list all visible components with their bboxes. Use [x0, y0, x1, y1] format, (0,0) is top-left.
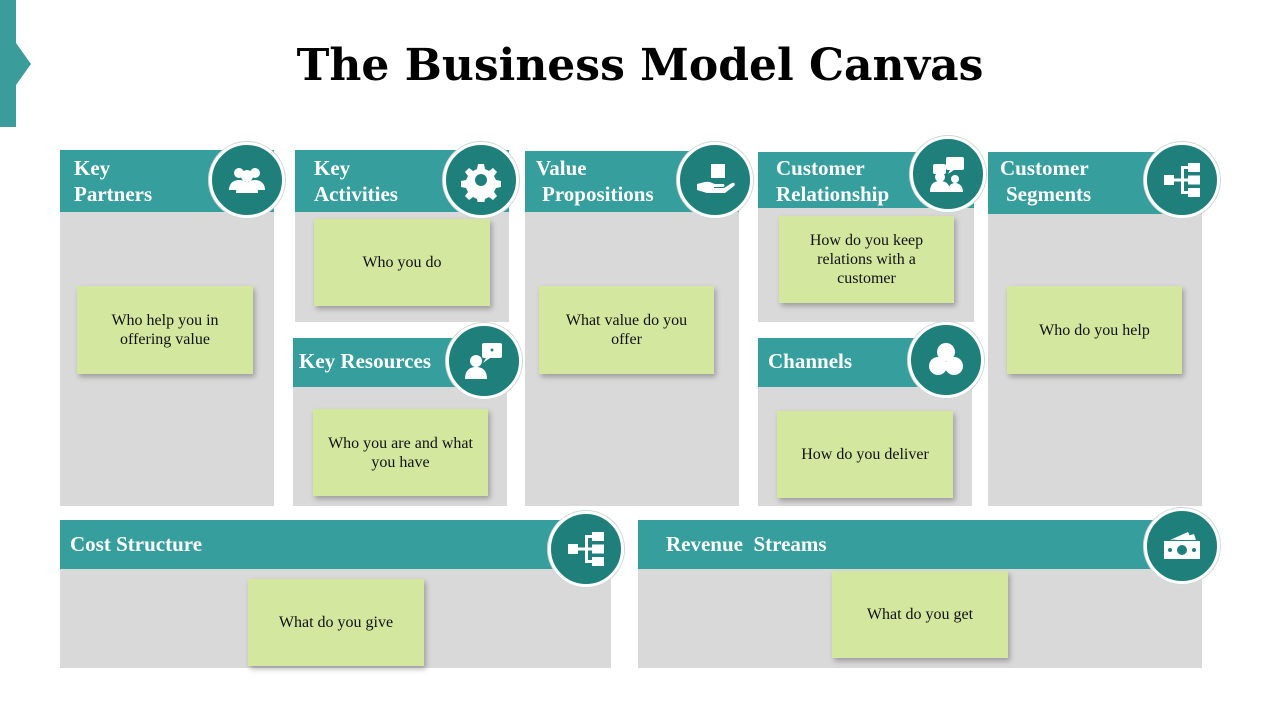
cost-structure-title: Cost Structure [70, 532, 203, 556]
customer-relationship-note: How do you keep relations with a custome… [779, 216, 954, 303]
channels-title: Channels [768, 349, 853, 373]
corner-tab [0, 0, 16, 127]
gear-icon [443, 142, 519, 218]
key-partners-title-line1: Key [74, 156, 111, 180]
cost-structure-note: What do you give [248, 579, 424, 666]
key-partners-note: Who help you in offering value [77, 286, 253, 374]
people-chat-icon [910, 136, 986, 212]
key-activities-title-line1: Key [314, 156, 351, 180]
value-propositions-title-line1: Value [536, 156, 587, 180]
value-propositions-title-line2: Propositions [542, 182, 654, 206]
cost-structure-header: Cost Structure [60, 520, 611, 569]
hierarchy-icon [548, 511, 624, 587]
person-speech-icon [446, 323, 522, 399]
key-resources-note: Who you are and what you have [313, 409, 488, 496]
channels-note: How do you deliver [777, 411, 953, 498]
key-partners-title-line2: Partners [74, 182, 153, 206]
customer-segments-title-line1: Customer [1000, 156, 1089, 180]
value-propositions-note: What value do you offer [539, 286, 714, 374]
revenue-streams-header: Revenue Streams [638, 520, 1202, 569]
key-resources-title: Key Resources [299, 349, 431, 373]
hierarchy-icon [1144, 142, 1220, 218]
three-circles-icon [908, 322, 984, 398]
customer-relationship-title-line2: Relationship [776, 182, 890, 206]
cash-icon [1144, 508, 1220, 584]
hand-box-icon [677, 142, 753, 218]
corner-arrow [16, 43, 31, 85]
customer-relationship-title-line1: Customer [776, 156, 865, 180]
key-activities-note: Who you do [314, 219, 490, 306]
key-activities-title-line2: Activities [314, 182, 398, 206]
customer-segments-title-line2: Segments [1006, 182, 1092, 206]
revenue-streams-note: What do you get [832, 571, 1008, 658]
people-group-icon [209, 142, 285, 218]
customer-segments-note: Who do you help [1007, 286, 1182, 374]
page-title: The Business Model Canvas [296, 40, 984, 91]
revenue-streams-title: Revenue Streams [666, 532, 827, 556]
